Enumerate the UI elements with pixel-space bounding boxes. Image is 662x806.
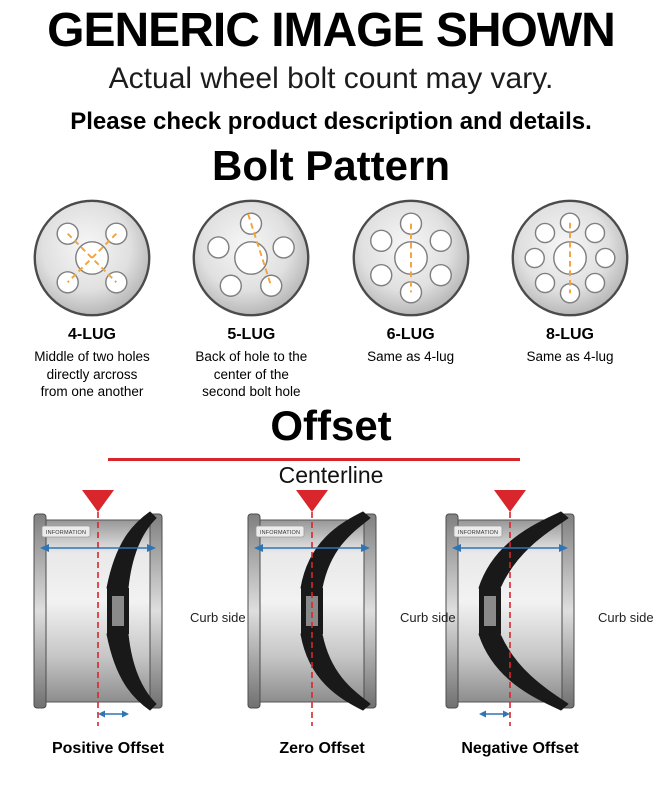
spoke-cross-section (300, 633, 371, 711)
curb-side-label: Curb side (598, 610, 654, 626)
lug-label: 5-LUG (227, 326, 276, 344)
lug-description: Same as 4-lug (367, 349, 455, 365)
centerline-marker-icon (296, 490, 328, 513)
lug-diagram-6: 6-LUG Same as 4-lug (335, 196, 487, 400)
spoke-cross-section (106, 511, 157, 589)
curb-side-label: Curb side (190, 610, 246, 626)
lug-description: Middle of two holes directly arcross fro… (34, 349, 150, 400)
centerline-label: Centerline (278, 462, 384, 489)
curb-side-label: Curb side (400, 610, 456, 626)
spoke-cross-section (106, 633, 157, 711)
4-lug-wheel-icon (33, 200, 151, 317)
hub-bore (306, 596, 318, 627)
positive-offset-wheel: INFORMATION (28, 490, 188, 730)
front-flange (363, 513, 377, 709)
positive-offset-label: Positive Offset (51, 740, 165, 758)
lug-label: 4-LUG (68, 326, 116, 344)
centerline-marker-icon (82, 490, 114, 513)
barrel-info-box (255, 525, 305, 538)
hub-bore (112, 596, 124, 627)
5-lug-wheel-icon (192, 200, 310, 317)
negative-offset-wheel-diagram: INFORMATION (445, 490, 575, 727)
back-flange (445, 513, 459, 709)
zero-offset-label: Zero Offset (279, 740, 365, 758)
offset-diagram: Centerline INFORMATION (0, 450, 662, 770)
wheel-barrel (37, 519, 159, 703)
note-text: Please check product description and det… (70, 108, 592, 136)
barrel-info-label: INFORMATION (458, 530, 498, 536)
lug-diagram-8: 8-LUG Same as 4-lug (494, 196, 646, 400)
barrel-info-label: INFORMATION (46, 530, 86, 536)
barrel-info-label: INFORMATION (260, 530, 300, 536)
lug-label: 6-LUG (386, 326, 435, 344)
zero-offset-wheel: INFORMATION (242, 490, 402, 730)
lug-diagram-5: 5-LUG Back of hole to the center of the … (175, 196, 327, 400)
centerline-marker-icon (494, 490, 526, 513)
lug-label: 8-LUG (545, 326, 594, 344)
hub-bore (484, 596, 496, 627)
wheel-info-graphic: GENERIC IMAGE SHOWN Actual wheel bolt co… (0, 4, 662, 770)
negative-offset-label: Negative Offset (461, 740, 579, 758)
zero-offset-wheel-diagram: INFORMATION (247, 490, 377, 727)
barrel-info-box (453, 525, 503, 538)
6-lug-wheel-icon (352, 200, 470, 317)
positive-offset-wheel-diagram: INFORMATION (33, 490, 163, 727)
lug-description: Back of hole to the center of the second… (195, 349, 308, 400)
offset-heading: Offset (270, 402, 392, 450)
page-title: GENERIC IMAGE SHOWN (47, 4, 616, 57)
lug-description: Same as 4-lug (526, 349, 614, 365)
bolt-pattern-row: 4-LUG Middle of two holes directly arcro… (0, 188, 662, 400)
negative-offset-wheel: INFORMATION (440, 490, 600, 730)
spoke-cross-section (478, 633, 569, 711)
lug-diagram-4: 4-LUG Middle of two holes directly arcro… (16, 196, 168, 400)
spoke-cross-section (300, 511, 371, 589)
barrel-info-box (41, 525, 91, 538)
back-flange (247, 513, 261, 709)
centerline-bar (108, 458, 520, 462)
back-flange (33, 513, 47, 709)
front-flange (561, 513, 575, 709)
8-lug-wheel-icon (511, 200, 629, 317)
front-flange (149, 513, 163, 709)
bolt-pattern-heading: Bolt Pattern (211, 142, 450, 190)
spoke-cross-section (478, 511, 569, 589)
subtitle-text: Actual wheel bolt count may vary. (108, 62, 554, 96)
